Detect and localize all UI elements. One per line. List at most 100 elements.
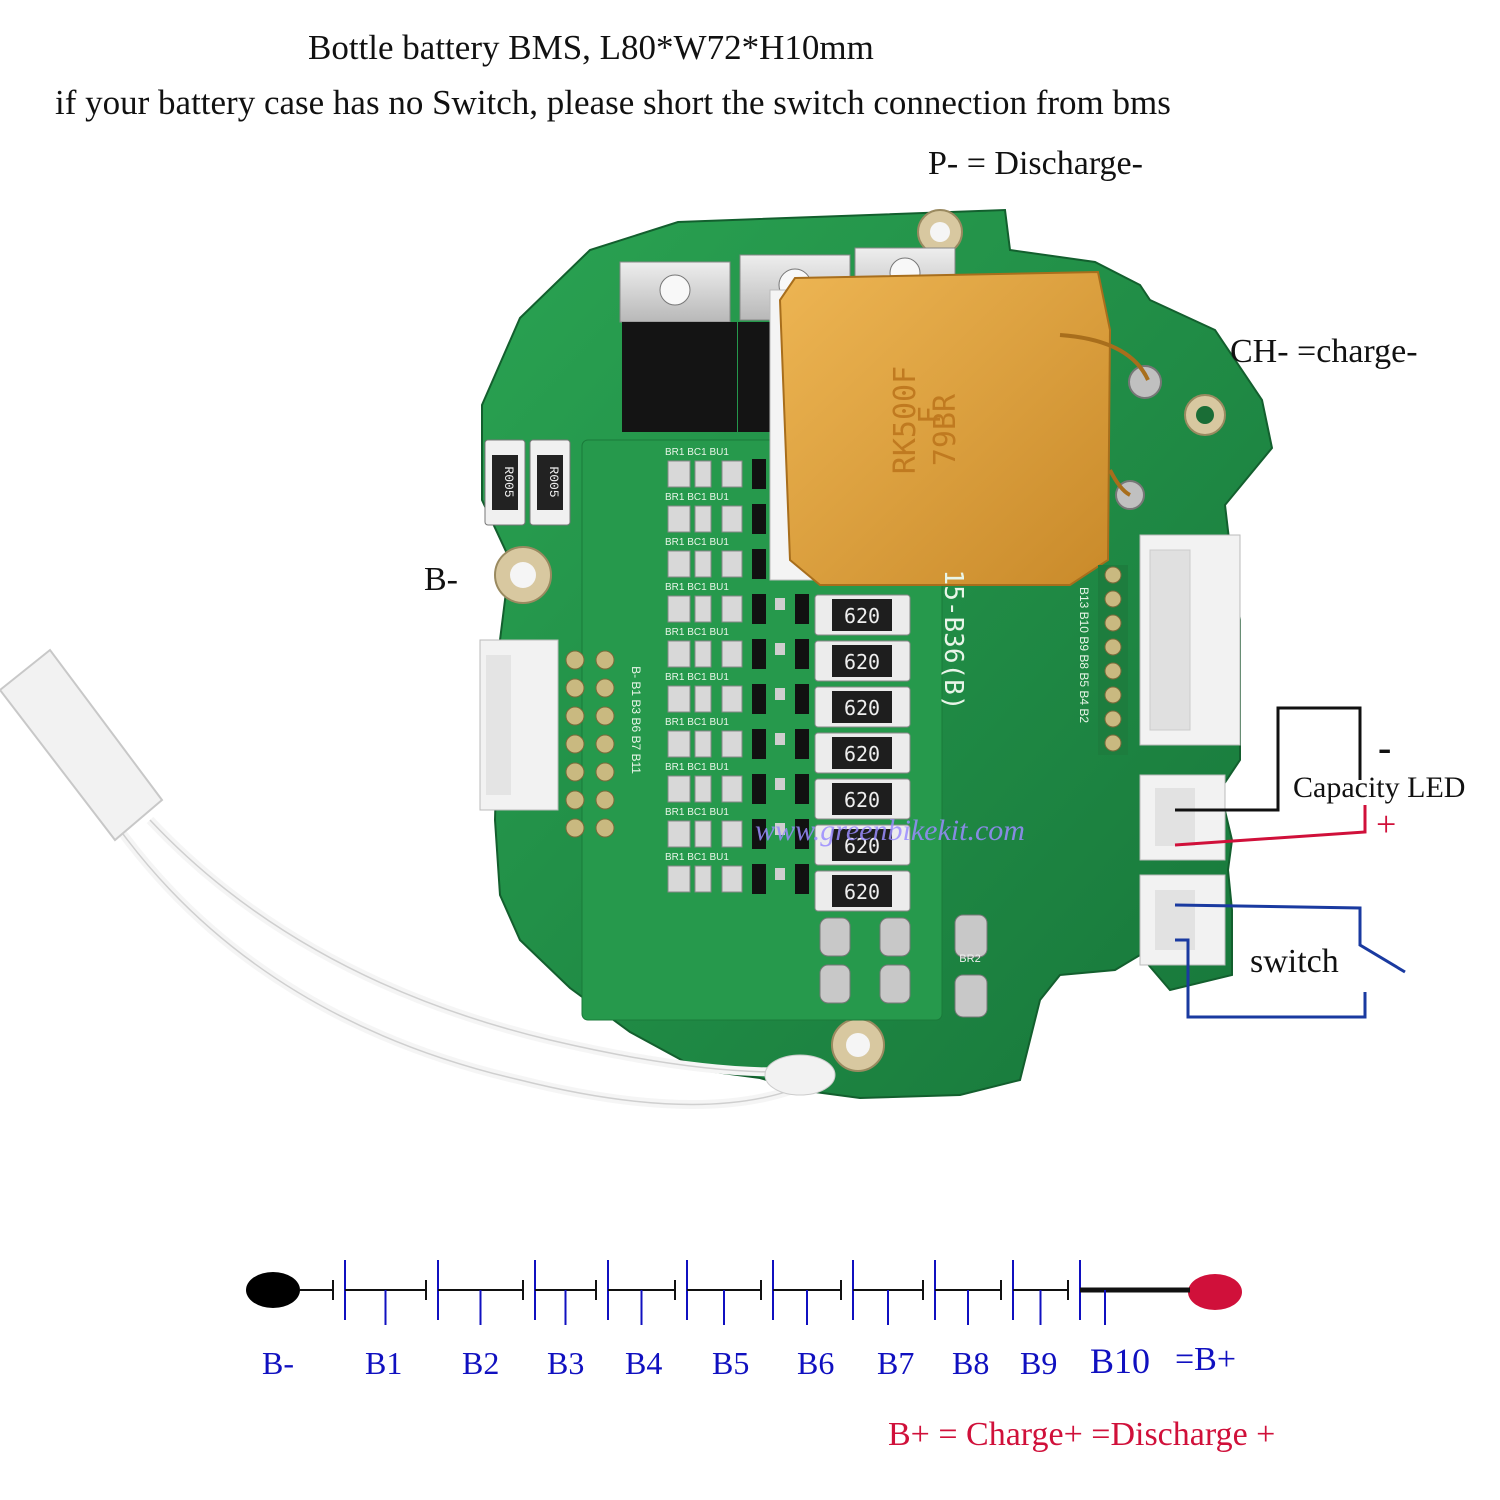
p-minus-label: P- = Discharge- <box>928 145 1143 182</box>
fuse-text-1: F <box>913 406 948 424</box>
node-label-b1: B1 <box>365 1345 403 1381</box>
title-line-1: Bottle battery BMS, L80*W72*H10mm <box>308 28 874 67</box>
pin-pad <box>1104 590 1122 608</box>
balance-ic <box>752 639 766 669</box>
smd-part <box>721 730 743 758</box>
smd-part <box>667 640 691 668</box>
pin-pad <box>565 678 585 698</box>
pin-pad <box>1104 686 1122 704</box>
balance-ic <box>752 549 766 579</box>
pin-pad <box>565 650 585 670</box>
pin-pad <box>565 818 585 838</box>
balance-ic <box>752 459 766 489</box>
balance-ic <box>752 594 766 624</box>
balance-ic <box>752 504 766 534</box>
resistor-label: 620 <box>844 604 880 628</box>
pin-pad <box>595 734 615 754</box>
resistor-body <box>832 829 892 861</box>
resistor-body <box>832 737 892 769</box>
node-label-b4: B4 <box>625 1345 663 1381</box>
pin-pad <box>1104 710 1122 728</box>
smd-part <box>694 595 712 623</box>
resistor-label: 620 <box>844 696 880 720</box>
pin-pad <box>1104 566 1122 584</box>
chip-label: BR1 BC1 BU1 <box>665 852 729 863</box>
resistor-label: 620 <box>844 834 880 858</box>
smd-part <box>721 820 743 848</box>
resistor-label: 620 <box>844 880 880 904</box>
chip-label: BR1 BC1 BU1 <box>665 492 729 503</box>
node-label-b5: B5 <box>712 1345 750 1381</box>
left-pin-header: B- B1 B3 B6 B7 B11 <box>479 639 643 811</box>
balance-ic <box>752 819 766 849</box>
smd-part <box>667 595 691 623</box>
pin-pad <box>565 706 585 726</box>
title-line-2: if your battery case has no Switch, plea… <box>55 83 1171 122</box>
footer-note: B+ = Charge+ =Discharge + <box>888 1416 1276 1453</box>
pin-pad <box>565 790 585 810</box>
led-minus-label: - <box>1378 725 1392 770</box>
pin-pad <box>595 818 615 838</box>
chip-label: BR1 BC1 BU1 <box>665 447 729 458</box>
balance-ic <box>795 594 809 624</box>
pin-pad <box>1104 614 1122 632</box>
node-label-b2: B2 <box>462 1345 500 1381</box>
balance-ic <box>795 774 809 804</box>
node-label-b7: B7 <box>877 1345 915 1381</box>
resistor-body <box>832 783 892 815</box>
balance-ic <box>752 729 766 759</box>
smd-part <box>775 688 785 700</box>
b-plus-suffix: =B+ <box>1175 1341 1237 1378</box>
smd-part <box>721 865 743 893</box>
board-model: 15-B36(B) <box>938 570 968 711</box>
node-label-b3: B3 <box>547 1345 585 1381</box>
cell-series-diagram <box>246 1260 1242 1325</box>
smd-part <box>667 685 691 713</box>
chip-label: BR1 BC1 BU1 <box>665 807 729 818</box>
chip-label: BR1 BC1 BU1 <box>665 717 729 728</box>
balance-ic <box>795 864 809 894</box>
pin-pad <box>1104 638 1122 656</box>
b-plus-terminal <box>1188 1274 1242 1310</box>
ntc-head <box>0 648 164 842</box>
chip-label: BR1 BC1 BU1 <box>665 672 729 683</box>
b-minus-callout: B- <box>424 561 458 598</box>
resistor-label: 620 <box>844 650 880 674</box>
smd-part <box>694 775 712 803</box>
led-plus-label: + <box>1376 804 1397 844</box>
right-pin-header: B13 B10 B9 B8 B5 B4 B2 <box>1077 534 1241 755</box>
smd-part <box>694 550 712 578</box>
fuse-text-3: 79BR <box>928 393 963 466</box>
smd-part <box>667 820 691 848</box>
fuse-text-2: RK500F <box>888 366 923 474</box>
switch-wiring <box>1174 903 1406 1019</box>
smd-part <box>721 550 743 578</box>
balance-ic <box>752 864 766 894</box>
node-label-b10: B10 <box>1090 1341 1151 1381</box>
switch-connector <box>1139 874 1226 966</box>
smd-part <box>694 460 712 488</box>
smd-part <box>694 640 712 668</box>
pin-pad <box>565 762 585 782</box>
balance-ic <box>752 684 766 714</box>
balance-ic <box>795 684 809 714</box>
right-header-labels: B13 B10 B9 B8 B5 B4 B2 <box>1077 587 1091 723</box>
balance-ic <box>752 774 766 804</box>
resistor-label: 620 <box>844 788 880 812</box>
resistor-body <box>832 645 892 677</box>
pin-pad <box>1104 734 1122 752</box>
smd-part <box>694 820 712 848</box>
pin-pad <box>595 706 615 726</box>
pin-pad <box>595 762 615 782</box>
br2-pads: BR2 <box>819 914 988 1018</box>
pin-pad <box>595 650 615 670</box>
shunt-label-2: R005 <box>546 466 561 497</box>
smd-part <box>775 598 785 610</box>
smd-part <box>775 733 785 745</box>
chip-label: BR1 BC1 BU1 <box>665 537 729 548</box>
smd-part <box>721 460 743 488</box>
